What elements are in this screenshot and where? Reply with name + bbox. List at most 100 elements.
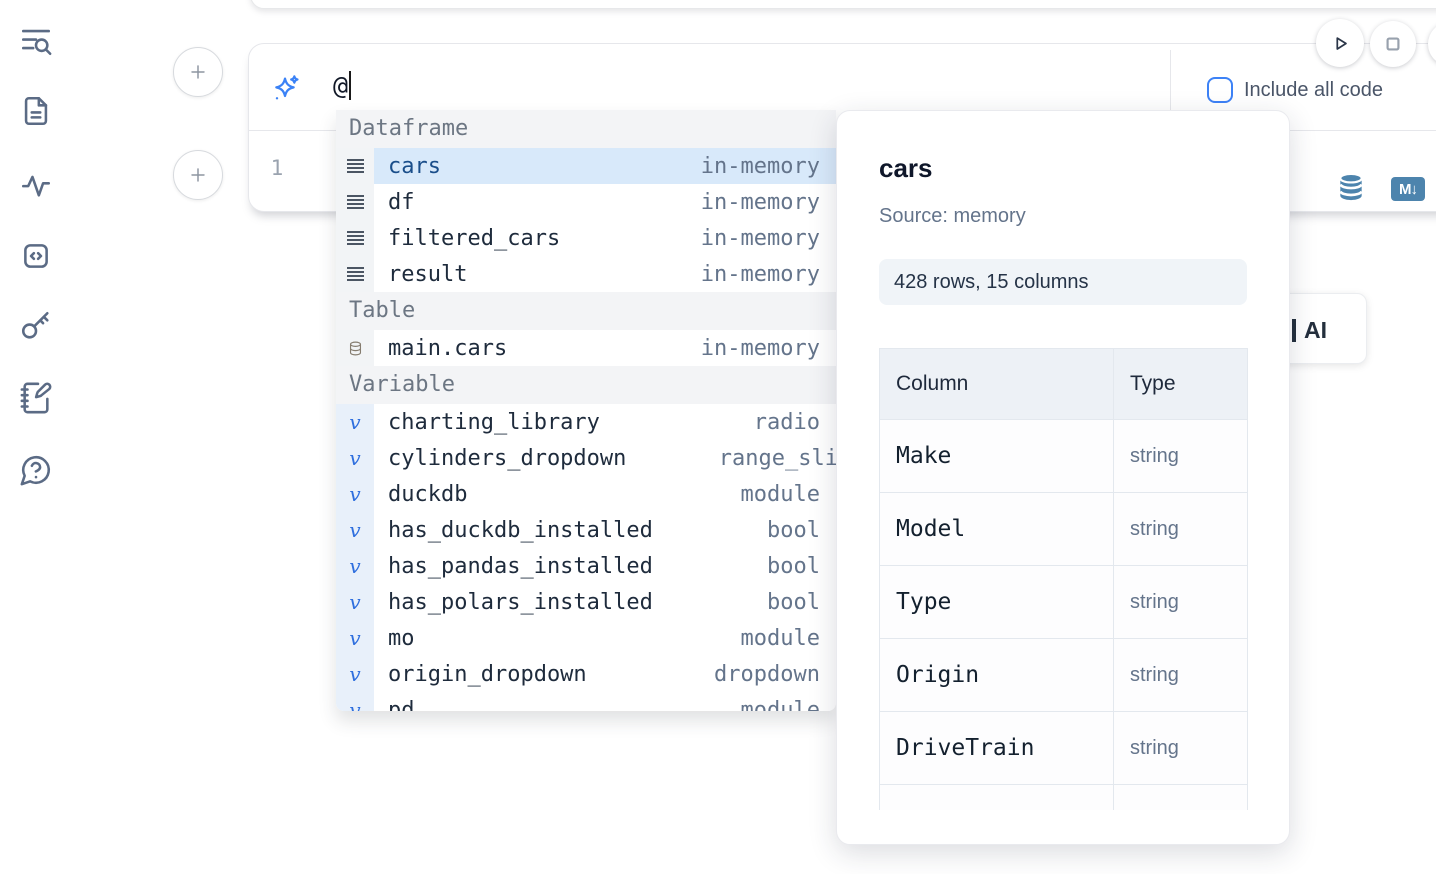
autocomplete-item-charting_library[interactable]: v charting_library radio <box>336 404 836 440</box>
variable-icon: v <box>336 476 374 512</box>
variable-icon: v <box>336 404 374 440</box>
autocomplete-section-header: Dataframe <box>336 110 836 148</box>
ai-prompt-input[interactable]: @ <box>333 71 352 100</box>
schema-col-name: Origin <box>879 638 1114 712</box>
dataframe-icon <box>336 220 374 256</box>
autocomplete-section-header: Variable <box>336 366 836 404</box>
popup-source: Source: memory <box>879 205 1026 227</box>
schema-row-partial <box>879 784 1248 810</box>
text-cursor <box>349 71 352 100</box>
divider <box>1170 50 1171 126</box>
item-name: origin_dropdown <box>388 661 587 687</box>
variable-icon: v <box>336 512 374 548</box>
table-icon <box>336 330 374 366</box>
add-cell-button-bottom[interactable] <box>173 150 223 200</box>
item-type: range_sli <box>718 445 836 471</box>
item-name: has_duckdb_installed <box>388 517 653 543</box>
autocomplete-item-has_polars_installed[interactable]: v has_polars_installed bool <box>336 584 836 620</box>
table-db-icon <box>349 341 361 355</box>
ai-card-label: AI <box>1304 317 1327 343</box>
more-cell-button[interactable] <box>1428 22 1436 66</box>
item-type: bool <box>767 517 820 543</box>
file-text-icon[interactable] <box>18 93 54 129</box>
previous-cell <box>250 0 1436 9</box>
item-name: has_polars_installed <box>388 589 653 615</box>
item-type: in-memory <box>700 189 820 215</box>
item-name: filtered_cars <box>388 225 561 251</box>
item-type: dropdown <box>714 661 820 687</box>
help-bubble-icon[interactable] <box>18 452 54 488</box>
item-type: in-memory <box>700 153 820 179</box>
variable-icon: v <box>336 440 374 476</box>
variable-icon: v <box>336 656 374 692</box>
activity-icon[interactable] <box>18 166 54 202</box>
include-all-code-checkbox[interactable] <box>1207 77 1233 103</box>
schema-header-column: Column <box>879 348 1114 420</box>
include-all-code-label: Include all code <box>1244 79 1383 101</box>
item-type: in-memory <box>700 261 820 287</box>
key-icon[interactable] <box>18 308 54 344</box>
run-cell-button[interactable] <box>1316 19 1364 67</box>
variable-icon: v <box>336 584 374 620</box>
item-type: radio <box>753 409 820 435</box>
line-number: 1 <box>270 156 284 180</box>
autocomplete-item-origin_dropdown[interactable]: v origin_dropdown dropdown <box>336 656 836 692</box>
add-cell-button-top[interactable] <box>173 47 223 97</box>
sidebar <box>0 0 72 874</box>
autocomplete-item-df[interactable]: df in-memory <box>336 184 836 220</box>
schema-col-type: string <box>1113 419 1248 493</box>
autocomplete-item-cylinders_dropdown[interactable]: v cylinders_dropdown range_sli <box>336 440 836 476</box>
dataframe-icon <box>336 256 374 292</box>
autocomplete-item-filtered_cars[interactable]: filtered_cars in-memory <box>336 220 836 256</box>
item-type: bool <box>767 589 820 615</box>
schema-col-type: string <box>1113 565 1248 639</box>
item-name: cars <box>388 153 441 179</box>
item-name: charting_library <box>388 409 600 435</box>
popup-shape-badge: 428 rows, 15 columns <box>879 259 1247 305</box>
dataframe-icon <box>336 184 374 220</box>
item-type: bool <box>767 553 820 579</box>
item-type: module <box>740 625 820 651</box>
schema-col-name: Model <box>879 492 1114 566</box>
code-snippets-icon[interactable] <box>18 238 54 274</box>
schema-col-name: Make <box>879 419 1114 493</box>
autocomplete-item-cars[interactable]: cars in-memory <box>336 148 836 184</box>
markdown-icon[interactable]: M↓ <box>1391 177 1425 201</box>
variable-icon: v <box>336 620 374 656</box>
item-type: module <box>740 697 820 712</box>
dataframe-icon <box>346 231 364 245</box>
item-name: mo <box>388 625 415 651</box>
schema-col-type: string <box>1113 638 1248 712</box>
autocomplete-item-has_duckdb_installed[interactable]: v has_duckdb_installed bool <box>336 512 836 548</box>
item-name: cylinders_dropdown <box>388 445 627 471</box>
list-search-icon[interactable] <box>18 23 54 59</box>
schema-header-type: Type <box>1113 348 1248 420</box>
item-name: duckdb <box>388 481 468 507</box>
item-type: in-memory <box>700 225 820 251</box>
item-name: result <box>388 261 468 287</box>
database-icon[interactable] <box>1335 171 1367 203</box>
popup-title: cars <box>879 153 933 183</box>
autocomplete-item-has_pandas_installed[interactable]: v has_pandas_installed bool <box>336 548 836 584</box>
notebook-pen-icon[interactable] <box>18 380 54 416</box>
autocomplete-item-result[interactable]: result in-memory <box>336 256 836 292</box>
dataframe-icon <box>346 267 364 281</box>
dataframe-icon <box>346 195 364 209</box>
variable-icon: v <box>336 548 374 584</box>
item-name: main.cars <box>388 335 508 361</box>
item-name: has_pandas_installed <box>388 553 653 579</box>
item-name: df <box>388 189 415 215</box>
stop-cell-button[interactable] <box>1370 21 1416 67</box>
